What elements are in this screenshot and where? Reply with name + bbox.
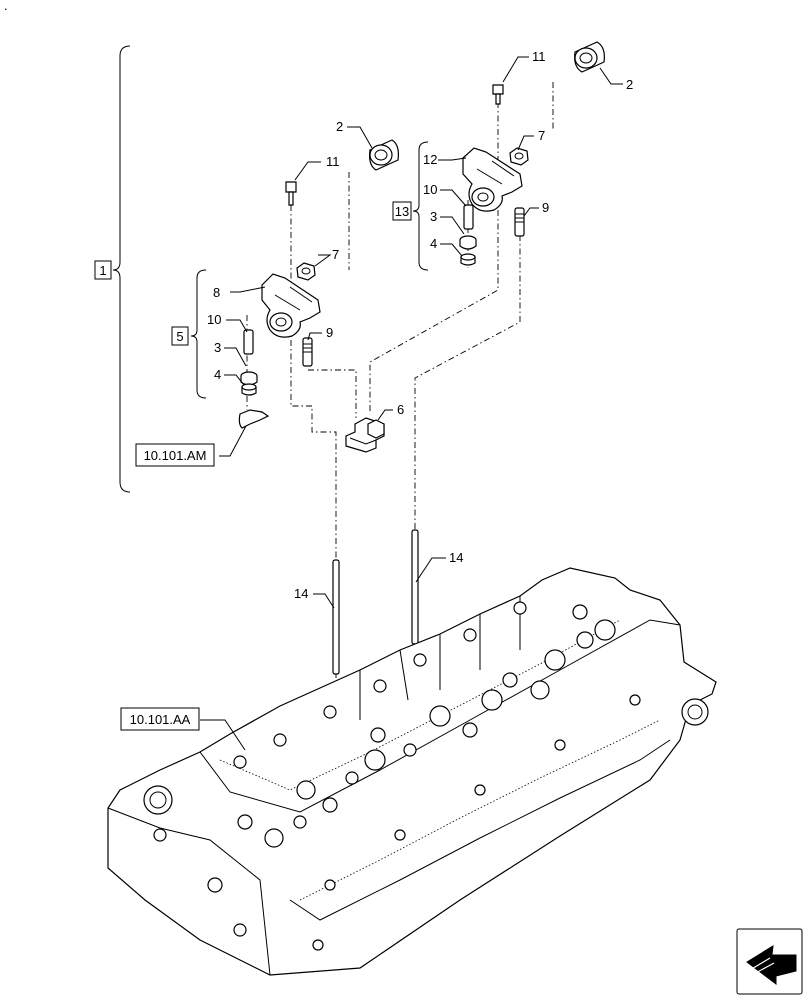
callout-10-left[interactable]: 10	[207, 312, 221, 327]
next-page-arrow-icon[interactable]	[736, 928, 803, 995]
pin-right[interactable]	[463, 204, 474, 230]
callout-4-left[interactable]: 4	[214, 367, 221, 382]
group-bracket-1	[112, 45, 131, 493]
washer-left[interactable]	[241, 383, 257, 396]
svg-text:1: 1	[99, 263, 106, 278]
link-part-ref[interactable]	[238, 409, 270, 429]
bushing-left[interactable]	[369, 139, 399, 171]
head-bosses	[143, 601, 709, 951]
reference-box-rocker[interactable]: 10.101.AM	[135, 443, 215, 467]
cap-left[interactable]	[240, 371, 258, 386]
callout-3-left[interactable]: 3	[214, 340, 221, 355]
callout-3-right[interactable]: 3	[430, 209, 437, 224]
nut-right[interactable]	[509, 147, 529, 166]
callout-14-right[interactable]: 14	[449, 550, 463, 565]
nut-left[interactable]	[296, 262, 316, 281]
push-rod-right[interactable]	[411, 529, 419, 645]
svg-text:13: 13	[395, 204, 409, 219]
rocker-arm-left[interactable]	[261, 273, 321, 338]
push-rod-left[interactable]	[332, 559, 340, 675]
callout-7-left[interactable]: 7	[332, 247, 339, 262]
rocker-arm-right[interactable]	[462, 147, 523, 212]
callout-9-right[interactable]: 9	[542, 200, 549, 215]
callout-11-right[interactable]: 11	[532, 49, 546, 64]
svg-text:5: 5	[176, 329, 183, 344]
group-bracket-5	[190, 269, 207, 399]
callout-4-right[interactable]: 4	[430, 236, 437, 251]
callout-10-right[interactable]: 10	[423, 182, 437, 197]
svg-text:10.101.AM: 10.101.AM	[144, 448, 207, 463]
screw-left[interactable]	[285, 181, 297, 206]
washer-right[interactable]	[460, 253, 476, 266]
callout-box-13[interactable]: 13	[392, 201, 412, 221]
callout-7-right[interactable]: 7	[538, 128, 545, 143]
callout-14-left[interactable]: 14	[294, 586, 308, 601]
callout-6[interactable]: 6	[397, 402, 404, 417]
pin-left[interactable]	[243, 329, 254, 355]
group-bracket-13	[412, 141, 429, 271]
callout-2-left[interactable]: 2	[336, 119, 343, 134]
corner-mark: .	[4, 0, 8, 13]
screw-right[interactable]	[492, 84, 504, 105]
callout-8[interactable]: 8	[213, 285, 220, 300]
callout-11-left[interactable]: 11	[326, 154, 340, 169]
valve-bridge[interactable]	[345, 417, 385, 453]
svg-text:10.101.AA: 10.101.AA	[130, 712, 191, 727]
callout-9-left[interactable]: 9	[326, 325, 333, 340]
cylinder-head[interactable]	[107, 567, 717, 976]
callout-2-right[interactable]: 2	[626, 77, 633, 92]
callout-box-5[interactable]: 5	[171, 326, 189, 346]
reference-box-head[interactable]: 10.101.AA	[120, 707, 200, 731]
cap-right[interactable]	[459, 235, 477, 250]
bushing-right[interactable]	[574, 41, 605, 73]
adjust-screw-right[interactable]	[514, 207, 525, 237]
callout-box-1[interactable]: 1	[94, 260, 112, 280]
callout-12[interactable]: 12	[423, 152, 437, 167]
adjust-screw-left[interactable]	[302, 337, 313, 367]
leader-lines	[200, 56, 623, 751]
